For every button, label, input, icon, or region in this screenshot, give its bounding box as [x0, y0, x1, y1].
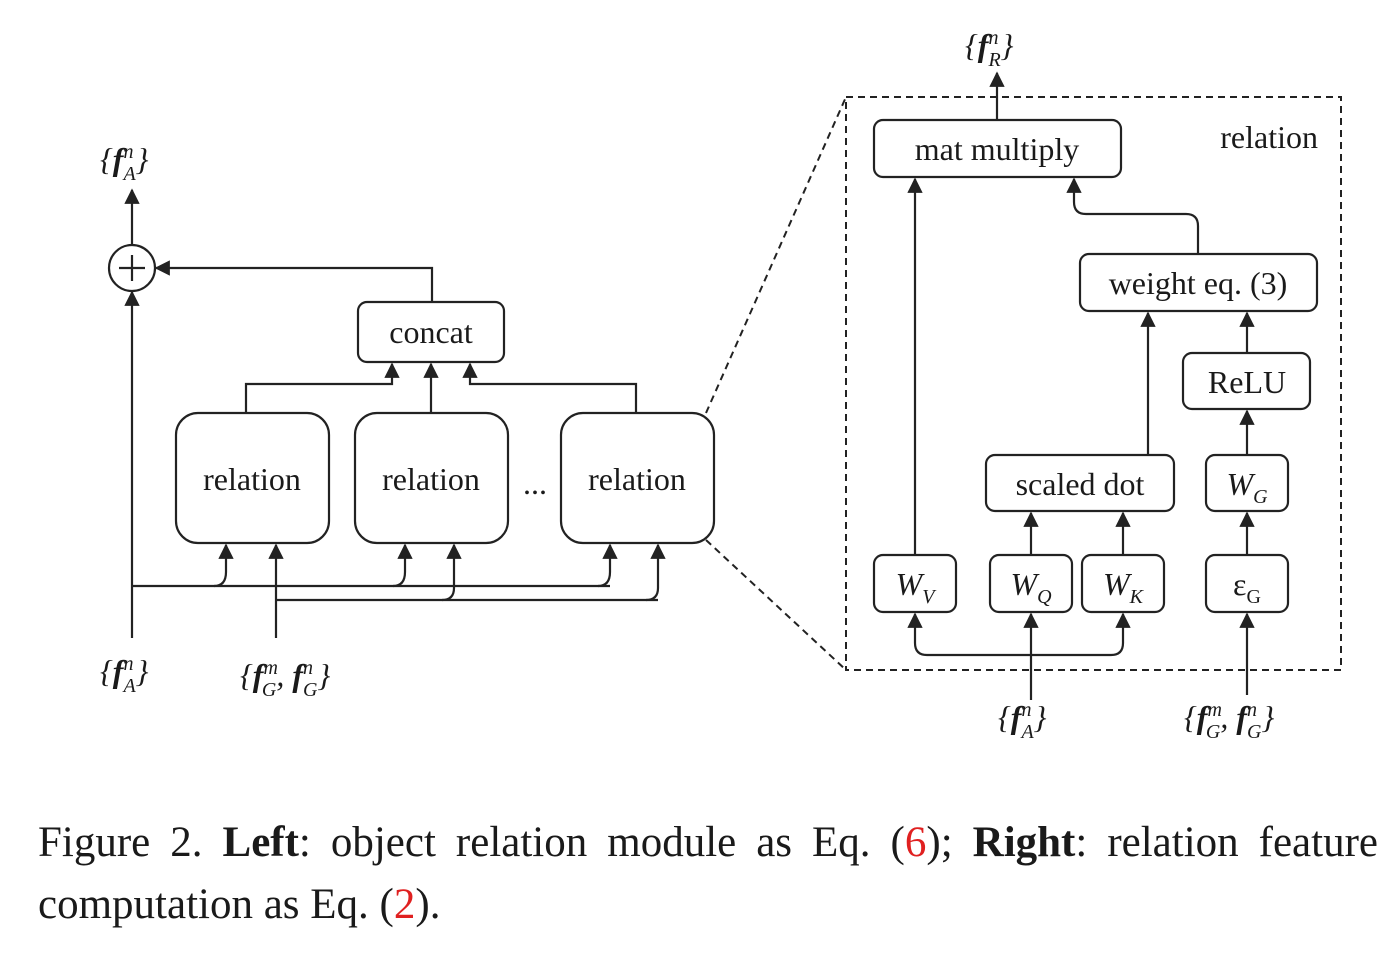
- caption-right-text: : relation feature computation as Eq. (: [38, 819, 1378, 928]
- relation-box-1: relation: [174, 411, 331, 545]
- relation3-to-concat-arrow: [462, 362, 638, 413]
- wv-box: WV: [872, 553, 958, 614]
- caption-prefix: Figure 2.: [38, 819, 223, 866]
- caption-right-bold: Right: [972, 819, 1076, 866]
- weight-to-matmul-arrow: [1066, 177, 1200, 254]
- relation-label-3: relation: [588, 461, 686, 497]
- wk-box: WK: [1080, 553, 1166, 614]
- sum-node: [107, 243, 157, 293]
- appearance-to-relation3: [597, 543, 618, 588]
- zoom-line-bottom: [705, 539, 847, 671]
- mat-multiply-box: mat multiply: [872, 118, 1123, 179]
- weight-eq-box: weight eq. (3): [1078, 252, 1319, 313]
- concat-box: concat: [356, 300, 506, 364]
- mat-multiply-label: mat multiply: [915, 131, 1079, 167]
- caption-ref-eq2[interactable]: 2: [393, 881, 416, 928]
- wq-box: WQ: [988, 553, 1074, 614]
- caption-ref-eq6[interactable]: 6: [904, 819, 927, 866]
- relation-frame: [845, 96, 1342, 671]
- concat-label: concat: [389, 314, 473, 350]
- appearance-to-wk-arrow: [1031, 612, 1131, 657]
- relation-frame-label: relation: [1220, 119, 1318, 155]
- caption-mid-text: );: [926, 819, 973, 866]
- appearance-to-relation1: [213, 543, 234, 588]
- geometry-to-relation2: [441, 543, 462, 602]
- weight-eq-label: weight eq. (3): [1109, 265, 1288, 301]
- relation1-to-concat-arrow: [244, 362, 400, 413]
- relation-label-1: relation: [203, 461, 301, 497]
- appearance-to-wv-arrow: [907, 612, 1031, 657]
- geometry-to-relation3: [645, 543, 666, 602]
- caption-left-bold: Left: [222, 819, 299, 866]
- scaled-dot-label: scaled dot: [1016, 466, 1145, 502]
- appearance-to-relation2: [392, 543, 413, 588]
- eg-box: εG: [1204, 553, 1290, 614]
- ellipsis: ...: [523, 465, 547, 501]
- relu-box: ReLU: [1181, 351, 1312, 411]
- wg-box: WG: [1204, 453, 1290, 513]
- zoom-line-top: [705, 96, 847, 414]
- relation-box-2: relation: [353, 411, 510, 545]
- relu-label: ReLU: [1208, 364, 1286, 400]
- scaled-dot-box: scaled dot: [984, 453, 1176, 513]
- caption-left-text: : object relation module as Eq. (: [298, 819, 905, 866]
- relation-box-3: relation: [559, 411, 716, 545]
- relation-label-2: relation: [382, 461, 480, 497]
- figure-caption: Figure 2. Left: object relation module a…: [38, 812, 1378, 936]
- caption-suffix: ).: [415, 881, 441, 928]
- concat-to-sum-arrow: [154, 260, 434, 302]
